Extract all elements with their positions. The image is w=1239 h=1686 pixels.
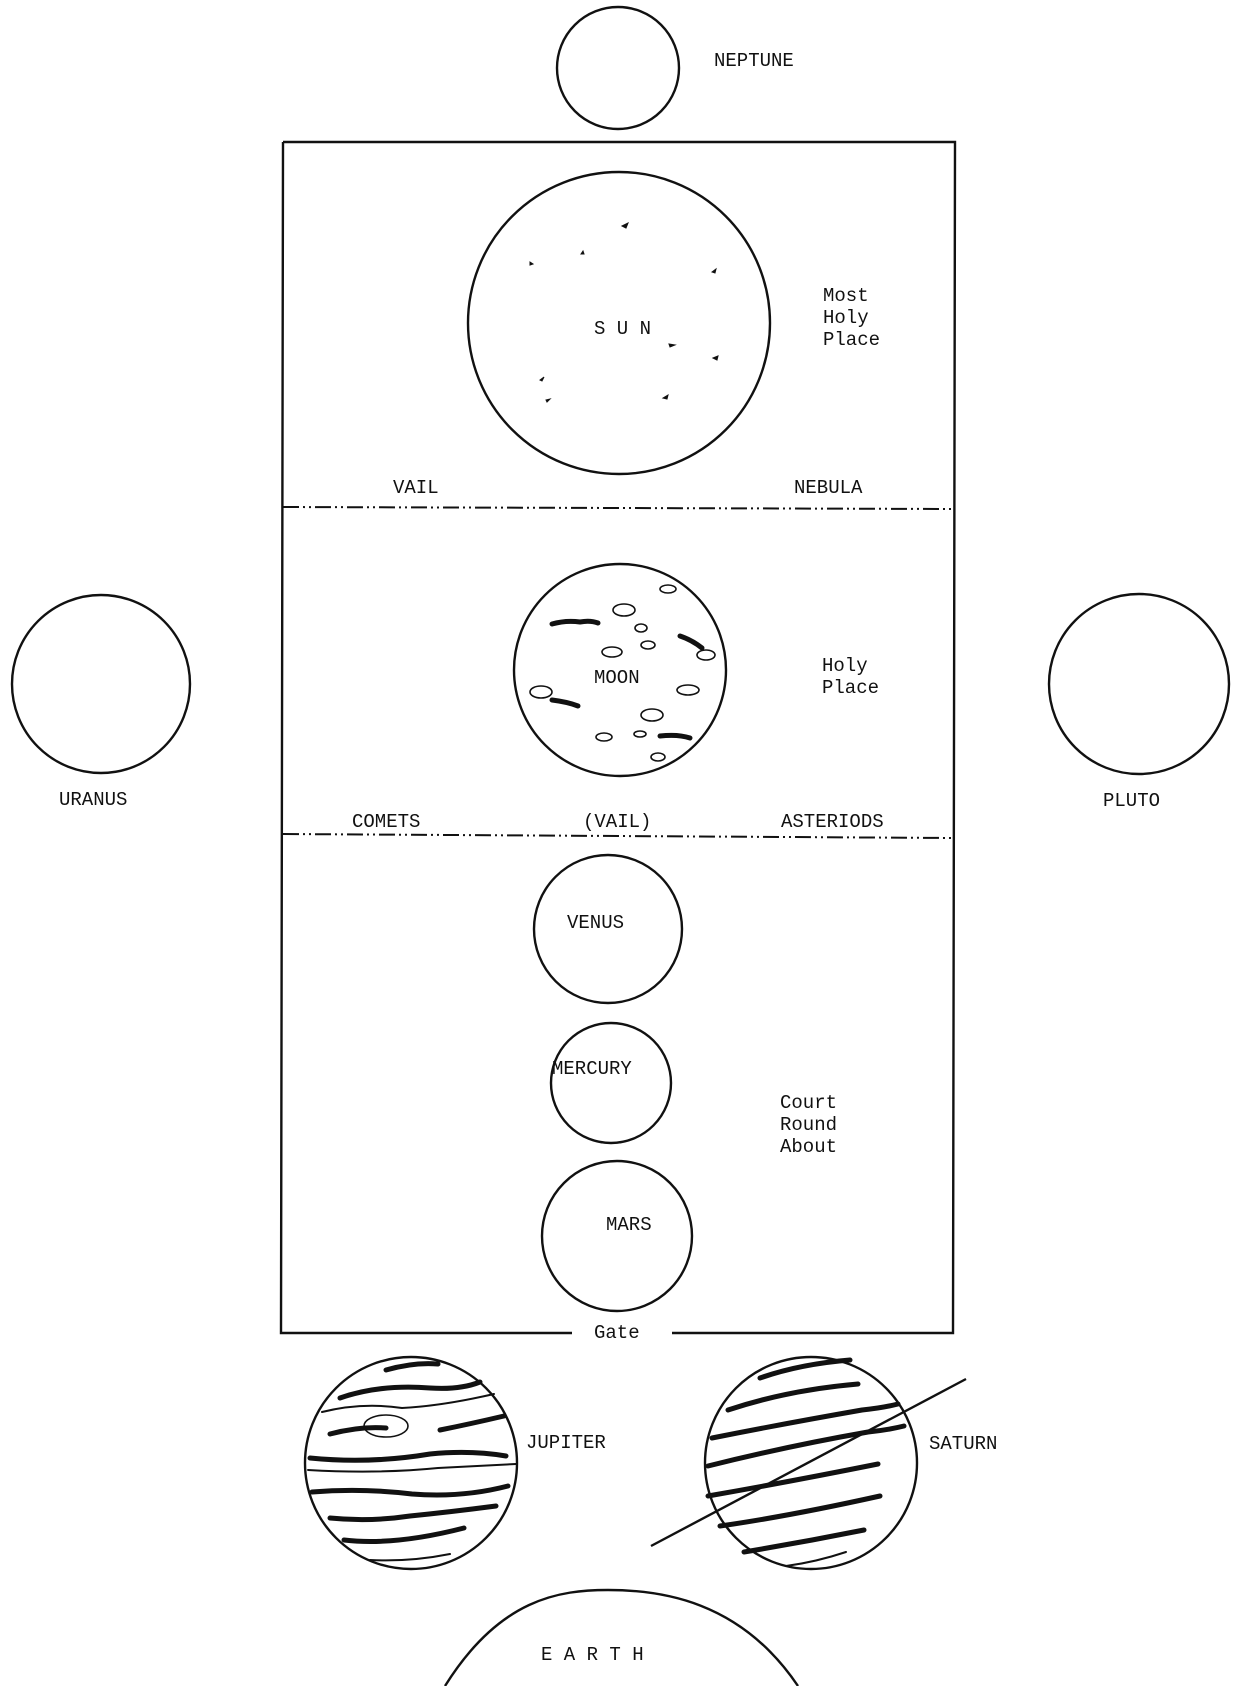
saturn-ring-line [651,1379,966,1546]
neptune-label: NEPTUNE [714,50,794,72]
uranus-label: URANUS [59,789,127,811]
mars-label: MARS [606,1214,652,1236]
saturn-label: SATURN [929,1433,997,1455]
holy-place-line-2: Place [822,677,879,699]
upper-veil-divider [283,507,953,509]
court-round-about-line-2: Round [780,1114,837,1136]
mercury-circle [551,1023,671,1143]
most-holy-place-line-3: Place [823,329,880,351]
holy-place-line-1: Holy [822,655,868,677]
mars-circle [542,1161,692,1311]
moon-label: MOON [594,667,640,689]
vail-label: VAIL [393,477,439,499]
uranus-circle [12,595,190,773]
earth-label: E A R T H [541,1644,644,1666]
earth-arc [445,1590,798,1686]
most-holy-place-line-1: Most [823,285,869,307]
sun-label: S U N [594,318,651,340]
nebula-label: NEBULA [794,477,863,499]
comets-label: COMETS [352,811,420,833]
most-holy-place-label: Most Holy Place [823,285,880,351]
jupiter-bands [308,1364,516,1561]
lower-veil-divider [283,834,953,838]
holy-place-label: Holy Place [822,655,879,699]
gate-label: Gate [594,1322,640,1344]
jupiter-label: JUPITER [526,1432,606,1454]
venus-label: VENUS [567,912,624,934]
sun-spots [530,223,718,402]
lower-vail-label: (VAIL) [583,811,651,833]
neptune-circle [557,7,679,129]
pluto-circle [1049,594,1229,774]
court-round-about-line-3: About [780,1136,837,1158]
court-round-about-line-1: Court [780,1092,837,1114]
court-round-about-label: Court Round About [780,1092,848,1158]
pluto-label: PLUTO [1103,790,1160,812]
mercury-label: MERCURY [552,1058,632,1080]
most-holy-place-line-2: Holy [823,307,869,329]
asteriods-label: ASTERIODS [781,811,884,833]
